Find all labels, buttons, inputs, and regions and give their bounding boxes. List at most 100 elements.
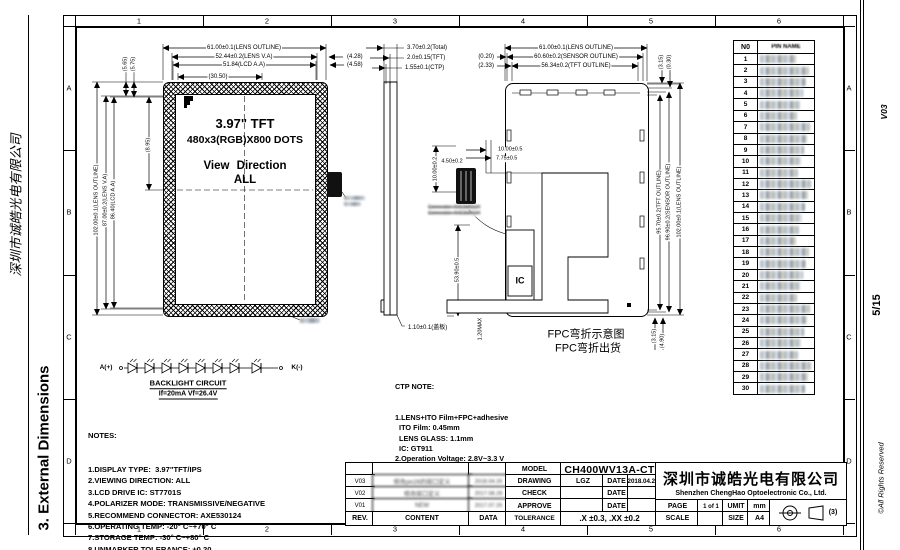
pin-name-mosaic xyxy=(760,339,801,348)
pin-table-row: 4 xyxy=(734,88,814,100)
front-fpc-connector-tab xyxy=(327,172,342,197)
title-block: V03 修改pin26的接口定义 2018.04.26 V02 修改接口定义 2… xyxy=(345,462,847,526)
dim-side-total: 3.70±0.2(Total) xyxy=(406,45,448,51)
dim-back-width-lens: 61.00±0.1(LENS OUTLINE) xyxy=(538,45,614,51)
front-connector-blurred-label-1 xyxy=(344,196,365,200)
pin-name-mosaic xyxy=(760,327,804,336)
dim-fpc-450: 4.50±0.2 xyxy=(440,158,464,165)
frame-column-tick-bottom xyxy=(331,523,332,535)
frame-column-label-top: 2 xyxy=(264,16,270,25)
pin-name-redacted xyxy=(758,190,814,200)
projection-symbol-cell: (3) xyxy=(769,499,847,526)
pin-name-redacted xyxy=(758,134,814,144)
pin-name-mosaic xyxy=(760,259,806,268)
pin-name-mosaic xyxy=(760,55,796,64)
frame-row-label-left: D xyxy=(66,456,72,466)
pin-table-row: 5 xyxy=(734,99,814,111)
pin-name-redacted xyxy=(758,372,814,382)
pin-name-redacted xyxy=(758,247,814,257)
pin-name-mosaic xyxy=(760,146,804,155)
pin-name-redacted xyxy=(758,304,814,314)
pin-name-redacted xyxy=(758,213,814,223)
left-margin-section-title: 3. External Dimensions xyxy=(35,365,53,531)
pin-name-redacted xyxy=(758,54,814,64)
pin-name-mosaic xyxy=(760,373,808,382)
right-margin-line-2 xyxy=(863,0,864,550)
pin-table-row: 1 xyxy=(734,54,814,66)
frame-column-tick-bottom xyxy=(587,523,588,535)
dim-back-height-sensor: 96.90±0.2(SENSOR OUTLINE) xyxy=(665,162,672,242)
pin-name-redacted xyxy=(758,270,814,280)
frame-row-label-right: D xyxy=(846,456,852,466)
pin-name-redacted xyxy=(758,383,814,393)
pin-number: 13 xyxy=(734,190,758,201)
dim-front-width-va: 52.44±0.2(LENS V.A) xyxy=(214,54,274,60)
pin-number: 22 xyxy=(734,292,758,303)
pin-name-mosaic xyxy=(760,202,805,211)
pin-name-mosaic xyxy=(760,236,796,245)
dim-fpc-775: 7.75±0.5 xyxy=(495,155,519,162)
frame-row-tick-left xyxy=(63,398,75,400)
pin-name-redacted xyxy=(758,315,814,325)
pin-table-row: 2 xyxy=(734,65,814,77)
dim-back-tr-315: (3.15) xyxy=(658,53,665,71)
pin-table-row: 26 xyxy=(734,337,814,350)
content-header: CONTENT xyxy=(372,511,472,526)
pin-table-row: 22 xyxy=(734,292,814,304)
dim-back-bot-490: (4.90) xyxy=(659,332,666,350)
pin-table-row: 3 xyxy=(734,76,814,89)
pin-number: 16 xyxy=(734,224,758,235)
backlight-cathode-label: K(-) xyxy=(291,363,303,371)
pin-name-mosaic xyxy=(760,77,806,86)
pin-name-redacted xyxy=(758,168,814,178)
pin-number: 28 xyxy=(734,360,758,372)
notes-item: 4.POLARIZER MODE: TRANSMISSIVE/NEGATIVE xyxy=(88,499,266,509)
dim-front-width-lens: 61.00±0.1(LENS OUTLINE) xyxy=(206,45,282,51)
frame-row-label-left: A xyxy=(66,83,72,93)
dim-front-height-va: 87.00±0.2(LENS V.A) xyxy=(102,172,109,228)
frame-row-label-left: C xyxy=(66,332,72,342)
pin-name-mosaic xyxy=(760,361,811,370)
scale-label: SCALE xyxy=(655,511,700,526)
ctp-note-title: CTP NOTE: xyxy=(395,381,435,391)
dim-back-tr-030: (0.30) xyxy=(666,53,673,71)
notes-item: 8.UNMARKER TOLERANCE: ±0.20 xyxy=(88,544,212,550)
model-value: CH400WV13A-CT xyxy=(560,462,659,477)
frame-column-label-top: 4 xyxy=(520,16,526,25)
pin-table-row: 12 xyxy=(734,178,814,191)
frame-row-tick-left xyxy=(63,150,75,152)
ctp-note-item: IC: GT911 xyxy=(395,443,433,453)
pin-name-redacted xyxy=(758,179,814,189)
pin-number: 30 xyxy=(734,383,758,394)
pin-name-redacted xyxy=(758,88,814,98)
pin-name-redacted xyxy=(758,65,814,75)
company-cell: 深圳市诚皓光电有限公司 Shenzhen ChengHao Optoelectr… xyxy=(655,462,847,502)
pin-number: 24 xyxy=(734,315,758,326)
tolerance-label: TOLERANCE xyxy=(505,511,564,526)
pin-number: 4 xyxy=(734,88,758,99)
frame-row-label-left: B xyxy=(66,207,72,217)
dim-back-020: (0.20) xyxy=(477,54,495,60)
pin-table-row: 21 xyxy=(734,281,814,293)
pin-name-mosaic xyxy=(760,66,809,75)
pin-name-mosaic xyxy=(760,168,798,177)
data-header: DATA xyxy=(468,511,509,526)
pin-name-redacted xyxy=(758,156,814,166)
pin-name-mosaic xyxy=(760,293,797,302)
frame-column-label-top: 6 xyxy=(776,16,782,25)
pin-table-row: 25 xyxy=(734,326,814,338)
pin-number: 11 xyxy=(734,167,758,178)
ctp-note-item: 1.LENS+ITO Film+FPC+adhesive xyxy=(395,412,509,422)
pin-name-redacted xyxy=(758,258,814,268)
ctp-note-item: LENS GLASS: 1.1mm xyxy=(395,433,474,443)
pin-table-row: 13 xyxy=(734,190,814,202)
dim-front-3050: (30.50) xyxy=(207,74,229,80)
dim-back-233: (2.33) xyxy=(477,63,495,69)
margin-divider-line xyxy=(28,15,29,535)
notes-item: 6.OPERATING TEMP: -20° C~+70° C xyxy=(88,521,217,531)
pin-name-redacted xyxy=(758,338,814,348)
projection-number: (3) xyxy=(828,509,838,516)
frame-column-label-top: 1 xyxy=(136,16,142,25)
